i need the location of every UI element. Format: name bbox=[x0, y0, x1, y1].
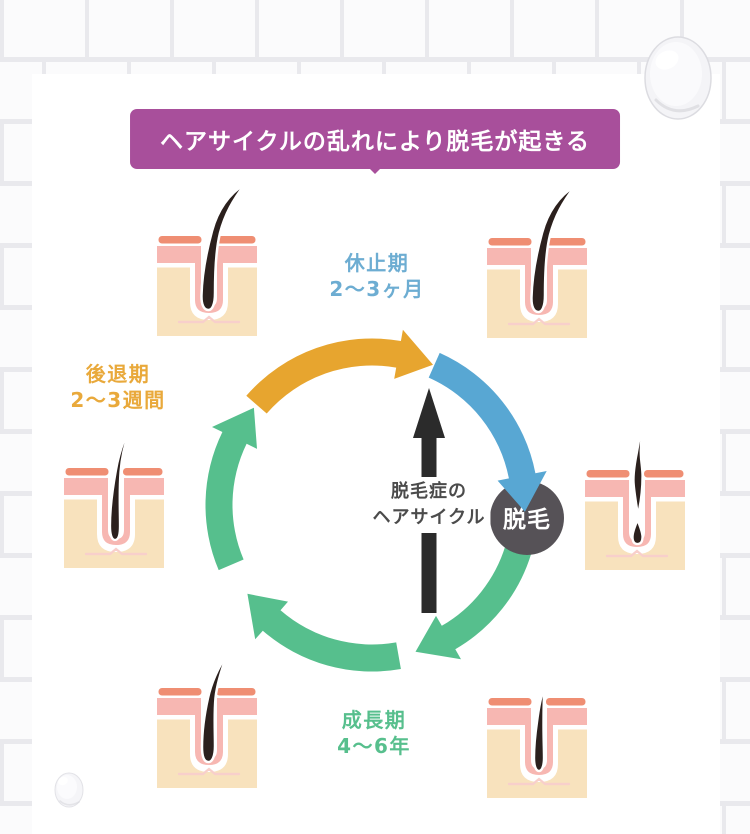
banner-title: ヘアサイクルの乱れにより脱毛が起きる bbox=[130, 109, 620, 169]
follicle-top-left-anagen-hair bbox=[157, 182, 257, 336]
water-droplet-bottom-left bbox=[54, 772, 84, 808]
phase-regression-name: 後退期 bbox=[85, 362, 151, 386]
follicle-bottom-right-new-short-hair bbox=[487, 684, 587, 798]
banner-pointer-triangle bbox=[361, 160, 389, 174]
phase-rest-duration: 2〜3ヶ月 bbox=[329, 277, 425, 301]
water-droplet-top-right bbox=[644, 36, 712, 120]
phase-growth-duration: 4〜6年 bbox=[337, 734, 411, 758]
cycle-center-caption: 脱毛症の ヘアサイクル bbox=[367, 477, 491, 534]
phase-label-growth: 成長期 4〜6年 bbox=[337, 707, 411, 759]
phase-label-rest: 休止期 2〜3ヶ月 bbox=[329, 250, 424, 302]
phase-rest-name: 休止期 bbox=[344, 251, 410, 275]
phase-growth-name: 成長期 bbox=[341, 708, 407, 732]
cycle-center-caption-line1: 脱毛症の bbox=[390, 481, 467, 502]
content-card bbox=[32, 74, 720, 834]
follicle-middle-right-telogen-club-hair bbox=[585, 414, 685, 570]
phase-label-regression: 後退期 2〜3週間 bbox=[70, 361, 165, 413]
follicle-bottom-left-growing-hair bbox=[157, 653, 257, 788]
cycle-center-caption-line2: ヘアサイクル bbox=[372, 507, 486, 529]
follicle-top-right-anagen-hair bbox=[487, 184, 587, 338]
phase-regression-duration: 2〜3週間 bbox=[70, 388, 166, 412]
follicle-middle-left-catagen-thin-hair bbox=[64, 414, 164, 568]
hair-short-icon bbox=[532, 684, 546, 773]
